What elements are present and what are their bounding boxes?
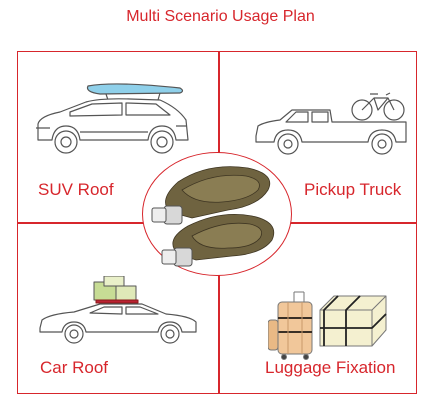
title-text: Multi Scenario Usage Plan — [126, 8, 315, 25]
label-suv-roof: SUV Roof — [38, 180, 114, 199]
sedan-with-boxes-icon — [39, 276, 197, 344]
title-highlight-bar — [112, 25, 329, 31]
label-car-roof: Car Roof — [40, 358, 109, 377]
strapped-luggage-icon — [268, 291, 387, 360]
title-area: Multi Scenario Usage Plan — [0, 8, 441, 31]
label-luggage-fixation: Luggage Fixation — [265, 358, 396, 377]
page-title: Multi Scenario Usage Plan — [112, 8, 329, 31]
cam-buckle-straps-icon — [151, 166, 275, 267]
pickup-with-bicycle-icon — [255, 92, 407, 155]
suv-with-kayak-icon — [36, 83, 189, 154]
label-pickup-truck: Pickup Truck — [304, 180, 402, 199]
